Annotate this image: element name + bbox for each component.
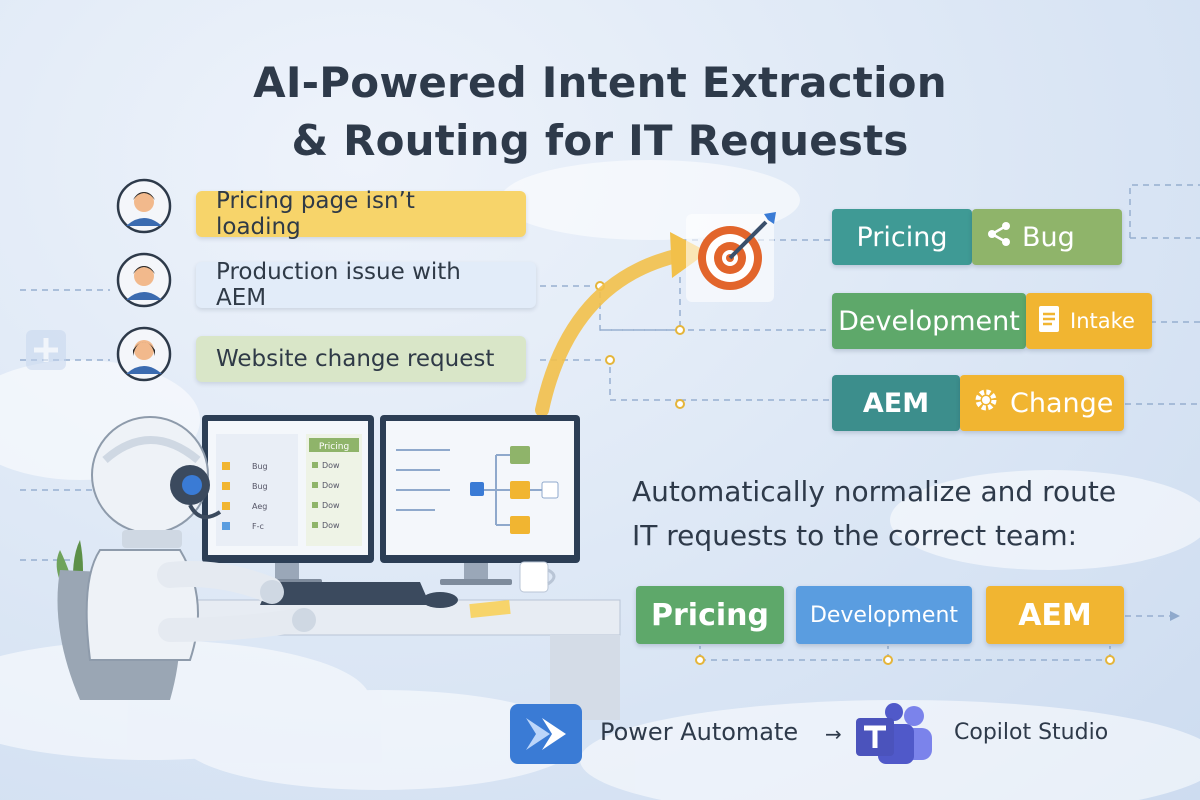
- description: Automatically normalize and route IT req…: [632, 470, 1192, 558]
- request-text: Production issue with AEM: [216, 259, 461, 311]
- monitor-item: Bug: [252, 482, 268, 491]
- user-avatar-1: [116, 178, 172, 234]
- request-bubble-production: Production issue with AEM: [196, 259, 536, 311]
- monitor-item: F-c: [252, 522, 264, 531]
- user-avatar-3: [116, 326, 172, 382]
- user-avatar-2: [116, 252, 172, 308]
- page-title-line1: AI-Powered Intent Extraction: [253, 58, 947, 107]
- type-label: Change: [1010, 387, 1114, 419]
- monitor-right-item: Dow: [322, 481, 340, 490]
- team-label: Development: [838, 305, 1020, 337]
- monitor-right-item: Dow: [322, 501, 340, 510]
- route-development: Development: [796, 586, 972, 644]
- share-icon: [986, 221, 1012, 254]
- request-text: Pricing page isn’t loading: [216, 188, 415, 240]
- team-label: Pricing: [856, 221, 948, 253]
- classification-type-bug: Bug: [972, 209, 1122, 265]
- page-title-line2: & Routing for IT Requests: [291, 116, 909, 165]
- type-label: Bug: [1022, 221, 1075, 253]
- monitor-right-item: Dow: [322, 461, 340, 470]
- monitor-right-item: Dow: [322, 521, 340, 530]
- power-automate-logo-icon: [510, 704, 582, 764]
- power-automate-label: Power Automate: [600, 718, 799, 746]
- copilot-studio-label: Copilot Studio: [954, 720, 1109, 745]
- robot-workstation-illustration: Pricing Bug Bug Aeg F-c Dow Dow Dow Dow: [56, 415, 621, 720]
- document-icon: [1038, 305, 1060, 338]
- description-line1: Automatically normalize and route: [632, 475, 1117, 508]
- classification-type-intake: Intake: [1026, 293, 1152, 349]
- classification-team-aem: AEM: [832, 375, 960, 431]
- route-aem: AEM: [986, 586, 1124, 644]
- request-bubble-website: Website change request: [196, 336, 526, 382]
- request-bubble-pricing: Pricing page isn’t loading: [196, 188, 526, 240]
- monitor-header: Pricing: [319, 442, 349, 452]
- route-label: Development: [809, 602, 959, 628]
- description-line2: IT requests to the correct team:: [632, 519, 1078, 552]
- type-label: Intake: [1070, 309, 1135, 333]
- monitor-item: Aeg: [252, 502, 267, 511]
- route-label: AEM: [1018, 597, 1092, 633]
- monitor-item: Bug: [252, 462, 268, 471]
- route-label: Pricing: [651, 597, 769, 633]
- routing-arrow-and-target: [535, 212, 776, 417]
- classification-type-change: Change: [960, 375, 1124, 431]
- flow-arrow: →: [825, 722, 842, 746]
- classification-team-pricing: Pricing: [832, 209, 972, 265]
- route-pricing: Pricing: [636, 586, 784, 644]
- classification-team-development: Development: [832, 293, 1026, 349]
- teams-logo-icon: [856, 703, 932, 764]
- gear-icon: [972, 386, 1000, 421]
- request-text: Website change request: [216, 346, 495, 372]
- team-label: AEM: [862, 387, 930, 419]
